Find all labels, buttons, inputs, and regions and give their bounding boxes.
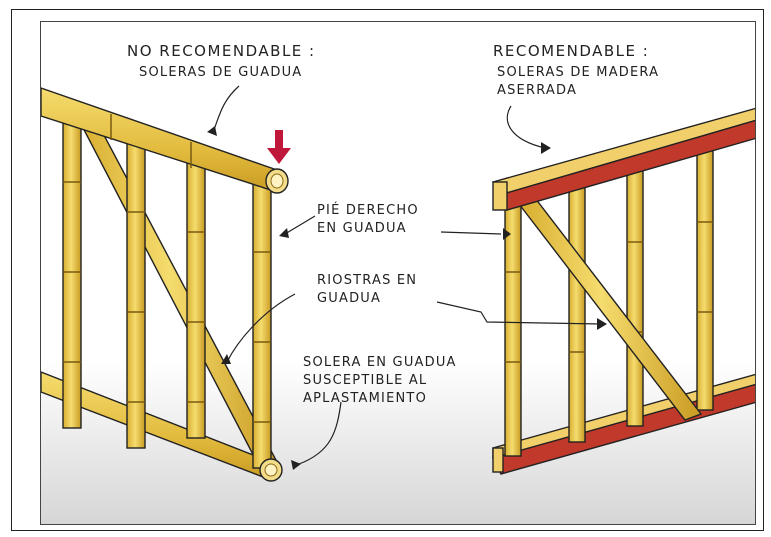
right-top-sill-top <box>491 107 755 195</box>
label-recommended-sub-1: SOLERAS DE MADERA <box>497 65 659 80</box>
leader-not-recommended <box>212 85 240 133</box>
leader-sill <box>298 401 342 465</box>
leader-stud-right <box>440 231 502 235</box>
leader-recommended <box>506 105 546 149</box>
label-sill-2: SUSCEPTIBLE AL <box>303 373 427 388</box>
label-stud-1: PIÉ DERECHO <box>317 202 419 218</box>
load-arrow-icon <box>267 130 291 164</box>
framing-illustration: NO RECOMENDABLE : SOLERAS DE GUADUA RECO… <box>41 42 755 524</box>
leader-arrowheads <box>207 126 607 470</box>
illustration-panel: NO RECOMENDABLE : SOLERAS DE GUADUA RECO… <box>40 21 756 525</box>
right-stud-3 <box>626 163 644 427</box>
leader-stud-left <box>284 215 316 235</box>
label-sill-3: APLASTAMIENTO <box>303 391 427 406</box>
label-recommended-sub-2: ASERRADA <box>497 83 577 98</box>
right-stud-4 <box>696 145 714 411</box>
label-not-recommended-title: NO RECOMENDABLE : <box>127 42 316 60</box>
leader-brace-right <box>436 301 602 325</box>
right-top-sill-end <box>492 181 508 211</box>
left-stud-3 <box>186 155 206 439</box>
label-sill-1: SOLERA EN GUADUA <box>303 355 457 370</box>
left-frame-bamboo <box>41 87 291 482</box>
left-stud-2 <box>126 133 146 449</box>
label-stud-2: EN GUADUA <box>317 221 407 236</box>
label-brace-1: RIOSTRAS EN <box>317 273 417 288</box>
label-recommended-title: RECOMENDABLE : <box>493 42 649 60</box>
leader-brace-left <box>226 293 296 363</box>
label-not-recommended-sub: SOLERAS DE GUADUA <box>139 65 302 80</box>
leader-lines <box>212 85 602 465</box>
right-stud-2 <box>568 181 586 443</box>
right-frame-wood <box>491 107 755 475</box>
left-stud-1 <box>62 109 82 429</box>
label-brace-2: GUADUA <box>317 291 381 306</box>
